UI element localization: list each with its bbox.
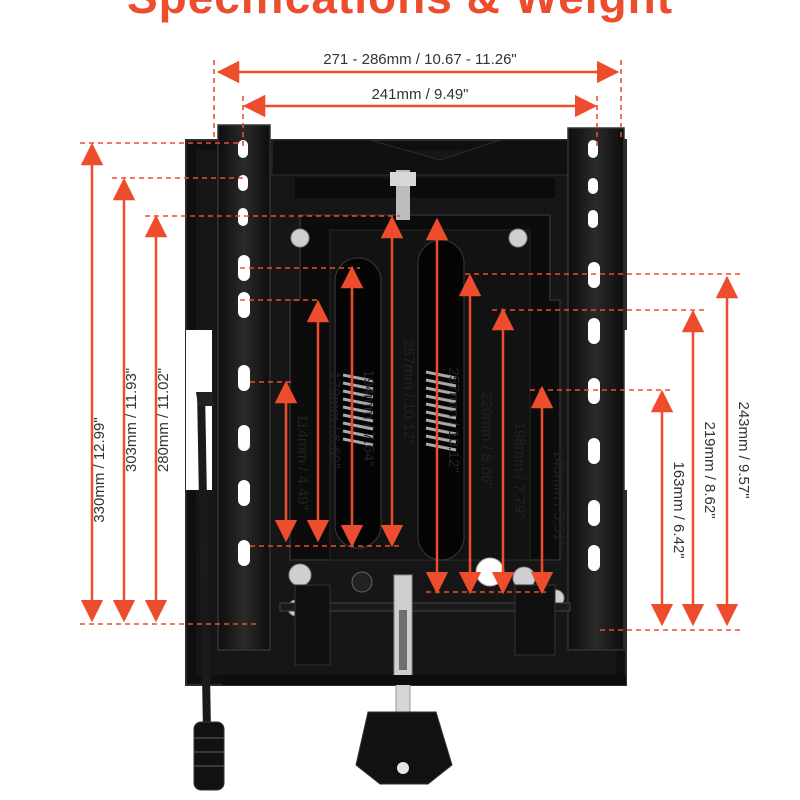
seat-slider-frame-illustration <box>185 124 636 791</box>
label-140: 140mm / 5.51" <box>550 449 567 546</box>
adjustment-handle <box>193 392 225 791</box>
label-219: 219mm / 8.62" <box>701 421 718 518</box>
label-198: 198mm / 7.79" <box>511 421 528 518</box>
label-170: 170mm / 6.69" <box>326 371 343 468</box>
label-243: 243mm / 9.57" <box>735 401 752 498</box>
label-220: 220mm / 8.66" <box>478 391 495 488</box>
label-163: 163mm / 6.42" <box>670 461 687 558</box>
label-303: 303mm / 11.93" <box>123 368 140 472</box>
label-194: 194mm / 7.64" <box>360 369 377 466</box>
page-title: Specifications & Weight <box>0 0 800 24</box>
dimension-lines <box>80 60 739 627</box>
label-top-inner: 241mm / 9.49" <box>371 86 468 103</box>
label-257-left: 257mm / 10.12" <box>400 339 417 444</box>
extension-lines <box>80 60 740 631</box>
right-rail-slots <box>588 140 600 571</box>
dimension-labels: 271 - 286mm / 10.67 - 11.26" 241mm / 9.4… <box>91 51 752 559</box>
label-257-right: 257mm / 10.12" <box>445 367 462 472</box>
star-knob <box>355 711 453 785</box>
label-330: 330mm / 12.99" <box>91 417 108 522</box>
label-114: 114mm / 4.49" <box>294 414 311 510</box>
label-280: 280mm / 11.02" <box>155 368 172 472</box>
label-top-outer: 271 - 286mm / 10.67 - 11.26" <box>323 51 517 68</box>
